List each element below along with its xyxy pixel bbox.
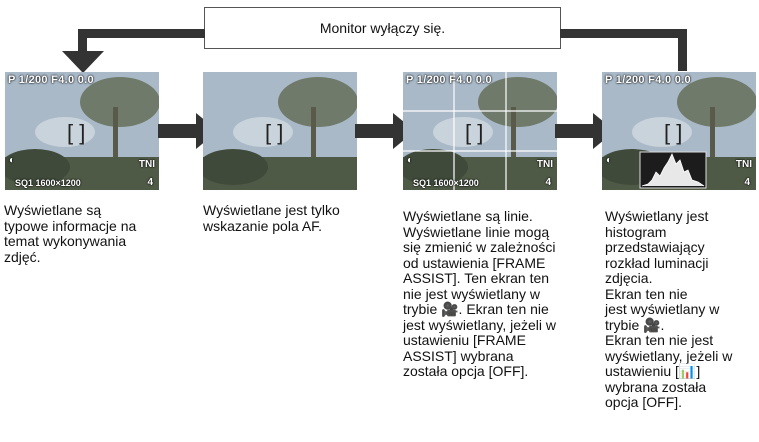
osd-flash-icon: ◐ <box>407 155 414 166</box>
osd-count: 4 <box>744 177 750 188</box>
grid-lines <box>403 72 557 190</box>
description-grid: Wyświetlane są linie. Wyświetlane linie … <box>403 208 557 379</box>
svg-text:[ ]: [ ] <box>664 120 682 145</box>
description-af-only: Wyświetlane jest tylko wskazanie pola AF… <box>203 202 340 234</box>
palm-scene-image: [ ] <box>5 72 159 190</box>
osd-flash-icon: ◐ <box>606 155 613 166</box>
osd-count: 4 <box>545 177 551 188</box>
osd-count: 4 <box>147 177 153 188</box>
arrow-right-horizontal <box>560 29 687 38</box>
monitor-off-banner: Monitor wyłączy się. <box>204 7 561 49</box>
camera-screen-standard: [ ] P 1/200 F4.0 0.0 ◐ TNI 4 SQ1 1600×12… <box>5 72 159 190</box>
arrow-left-horizontal <box>78 29 205 38</box>
svg-text:[ ]: [ ] <box>265 120 283 145</box>
osd-mode: TNI <box>735 159 752 170</box>
osd-exposure-info: P 1/200 F4.0 0.0 <box>406 74 492 86</box>
histogram-graph <box>639 151 707 189</box>
osd-mode: TNI <box>138 159 155 170</box>
arrow-right-vertical <box>678 29 687 71</box>
svg-text:[ ]: [ ] <box>465 120 483 145</box>
osd-quality: SQ1 1600×1200 <box>15 178 81 188</box>
camera-screen-histogram: [ ] P 1/200 F4.0 0.0 ◐ TNI 4 <box>602 72 756 190</box>
banner-text: Monitor wyłączy się. <box>319 20 446 36</box>
svg-text:[ ]: [ ] <box>67 120 85 145</box>
palm-scene-image: [ ] <box>602 72 756 190</box>
arrow-left-vertical <box>78 29 87 53</box>
osd-flash-icon: ◐ <box>9 155 16 166</box>
palm-scene-image: [ ] <box>203 72 357 190</box>
osd-exposure-info: P 1/200 F4.0 0.0 <box>8 74 94 86</box>
palm-scene-image: [ ] <box>403 72 557 190</box>
camera-screen-af-only: [ ] <box>203 72 357 190</box>
osd-mode: TNI <box>536 159 553 170</box>
arrow-down-icon <box>62 51 104 73</box>
description-standard: Wyświetlane są typowe informacje na tema… <box>4 202 137 265</box>
osd-exposure-info: P 1/200 F4.0 0.0 <box>605 74 691 86</box>
description-histogram: Wyświetlany jest histogram przedstawiają… <box>605 208 733 410</box>
osd-quality: SQ1 1600×1200 <box>413 178 479 188</box>
camera-screen-grid: [ ] P 1/200 F4.0 0.0 ◐ TNI 4 SQ1 1600×12… <box>403 72 557 190</box>
